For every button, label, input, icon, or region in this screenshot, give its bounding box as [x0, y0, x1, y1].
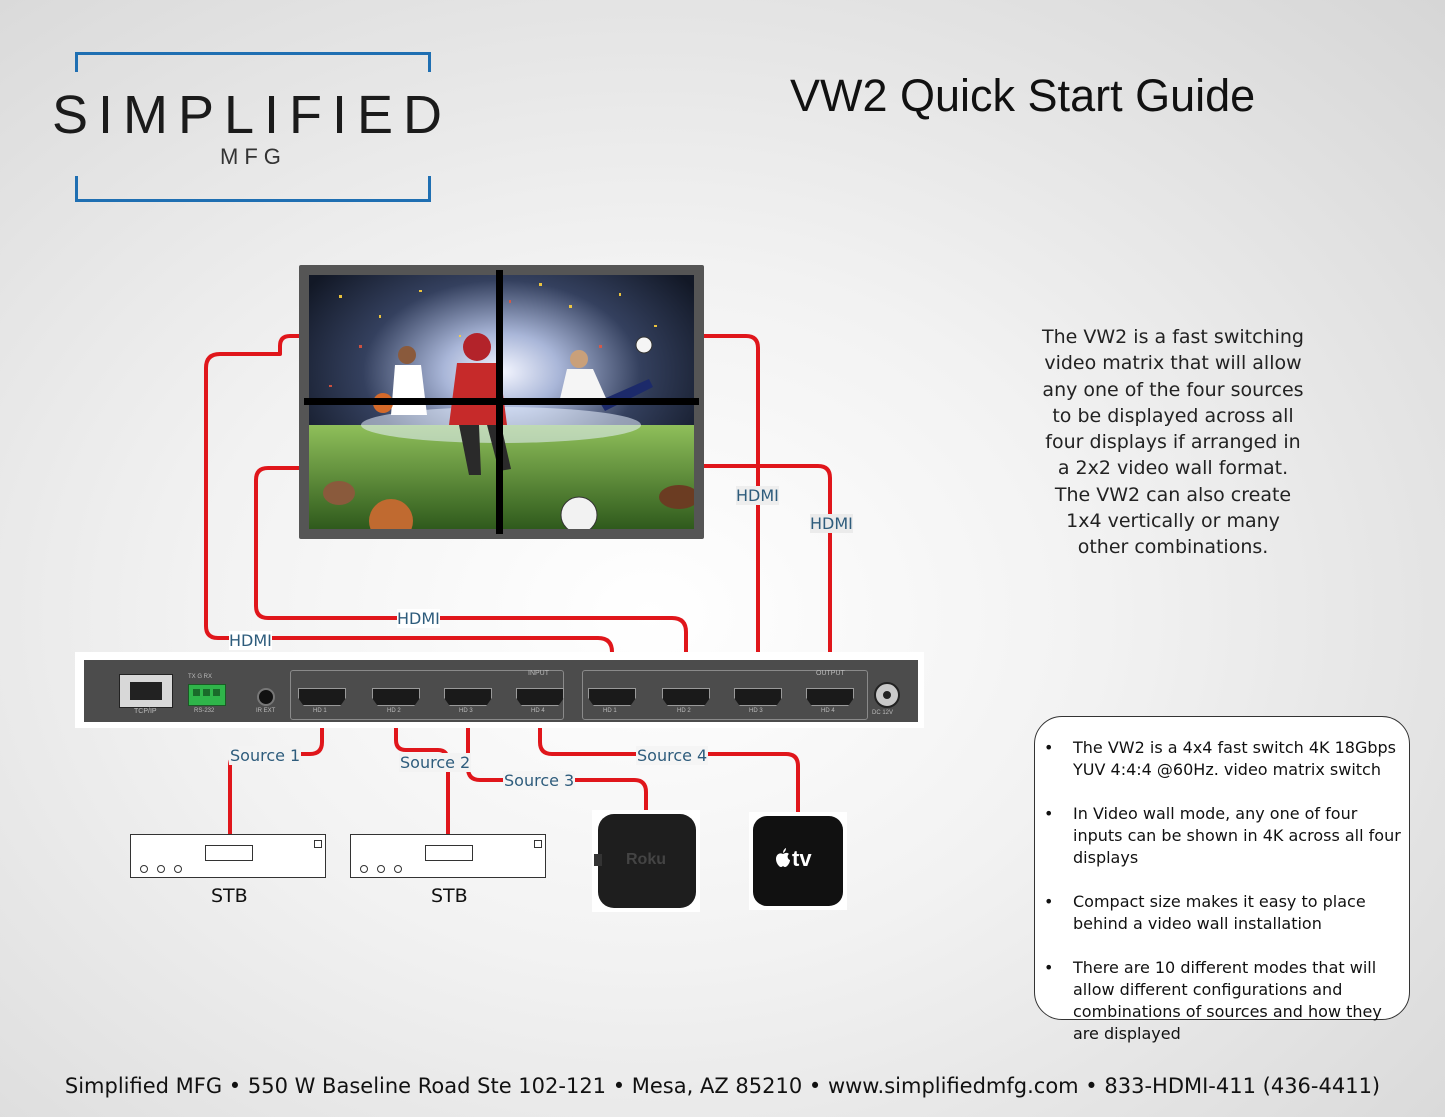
hdmi-output-3-port-icon [734, 688, 782, 706]
stb-1-label: STB [211, 885, 248, 907]
lan-port-icon [119, 674, 173, 708]
video-wall [299, 265, 704, 539]
hdmi-input-4-port-icon [516, 688, 564, 706]
roku-logo: Roku [626, 851, 666, 868]
input-2-label: HD 2 [387, 708, 401, 714]
source-2-label: Source 2 [399, 753, 472, 772]
cable-display-bottom-left [254, 466, 688, 702]
features-list: •The VW2 is a 4x4 fast switch 4K 18Gbps … [1035, 717, 1409, 1045]
output-1-label: HD 1 [603, 708, 617, 714]
bullet-icon: • [1044, 958, 1054, 977]
stb-display-icon [425, 845, 473, 861]
cable-display-top-left [204, 334, 614, 702]
hdmi-output-1-port-icon [588, 688, 636, 706]
hdmi-label-4: HDMI [810, 514, 853, 533]
logo-wordmark: SIMPLIFIED [52, 85, 453, 145]
source-1-label: Source 1 [229, 746, 302, 765]
rs232-label: RS-232 [194, 708, 215, 714]
cable-display-bottom-right [694, 464, 832, 702]
list-item: •Compact size makes it easy to place beh… [1044, 892, 1366, 933]
bullet-icon: • [1044, 738, 1054, 757]
apple-logo-icon [776, 848, 790, 867]
matrix-switcher: TCP/IP TX G RX RS-232 IR EXT INPUT HD 1 … [84, 660, 918, 722]
hdmi-output-4-port-icon [806, 688, 854, 706]
rs232-terminal-icon [188, 684, 226, 706]
list-item: •In Video wall mode, any one of four inp… [1044, 804, 1401, 867]
input-3-label: HD 3 [459, 708, 473, 714]
bezel-horizontal [304, 398, 699, 405]
hdmi-input-2-port-icon [372, 688, 420, 706]
input-1-label: HD 1 [313, 708, 327, 714]
logo-frame [75, 52, 431, 202]
bullet-icon: • [1044, 804, 1054, 823]
hdmi-label-1: HDMI [229, 631, 272, 650]
stb-2-label: STB [431, 885, 468, 907]
rs232-top-label: TX G RX [188, 674, 213, 680]
output-3-label: HD 3 [749, 708, 763, 714]
page-title: VW2 Quick Start Guide [790, 70, 1256, 121]
input-4-label: HD 4 [531, 708, 545, 714]
power-label: DC 12V [872, 710, 894, 716]
power-jack-icon [874, 682, 900, 708]
hdmi-input-1-port-icon [298, 688, 346, 706]
hdmi-input-3-port-icon [444, 688, 492, 706]
ir-jack-icon [257, 688, 275, 706]
roku-device: Roku [592, 810, 700, 912]
output-2-label: HD 2 [677, 708, 691, 714]
apple-tv-device: tv [749, 812, 847, 910]
bullet-icon: • [1044, 892, 1054, 911]
lan-label: TCP/IP [134, 708, 157, 715]
stb-device-1 [130, 834, 326, 878]
apple-tv-logo: tv [792, 846, 812, 871]
list-item: •The VW2 is a 4x4 fast switch 4K 18Gbps … [1044, 738, 1397, 779]
input-group-label: INPUT [528, 670, 549, 677]
cable-display-top-right [694, 334, 760, 702]
ir-label: IR EXT [256, 708, 276, 714]
source-3-label: Source 3 [503, 771, 576, 790]
stb-device-2 [350, 834, 546, 878]
list-item: •There are 10 different modes that will … [1044, 958, 1382, 1043]
features-box: •The VW2 is a 4x4 fast switch 4K 18Gbps … [1034, 716, 1410, 1043]
footer-contact: Simplified MFG • 550 W Baseline Road Ste… [64, 1074, 1381, 1098]
description-text: The VW2 is a fast switching video matrix… [1042, 326, 1304, 559]
logo-subtitle: MFG [220, 144, 287, 169]
stb-display-icon [205, 845, 253, 861]
hdmi-label-2: HDMI [397, 609, 440, 628]
source-4-label: Source 4 [636, 746, 709, 765]
output-group [582, 670, 868, 720]
hdmi-output-2-port-icon [662, 688, 710, 706]
hdmi-label-3: HDMI [736, 486, 779, 505]
output-4-label: HD 4 [821, 708, 835, 714]
output-group-label: OUTPUT [816, 670, 845, 677]
